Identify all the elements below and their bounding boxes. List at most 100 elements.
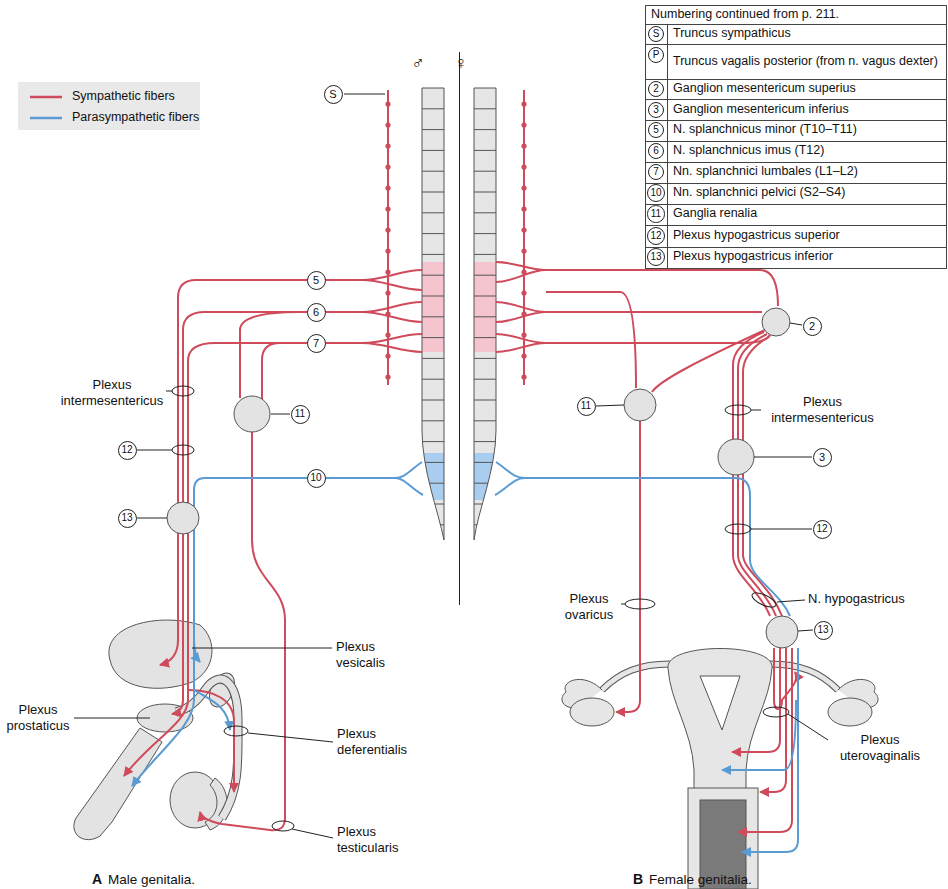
callout-number: 13 [647, 248, 665, 266]
callout-text: 3 [819, 452, 825, 463]
callout-number: 11 [577, 397, 596, 416]
label-text: Plexus intermesentericus [765, 394, 880, 426]
callout-number: 10 [307, 469, 326, 488]
label-text: Plexus deferentialis [337, 726, 421, 758]
plexus-marker [172, 386, 789, 831]
ganglion-mesentericum-inferius [718, 439, 754, 475]
callout-number: 13 [814, 621, 833, 640]
callout-number: P [648, 47, 664, 63]
callout-text: 6 [653, 146, 659, 156]
callout-text: 11 [581, 401, 591, 411]
ganglia-renalia [624, 389, 656, 421]
legend-text: Parasympathetic fibers [72, 110, 199, 125]
callout-text: 6 [313, 307, 319, 318]
callout-text: 13 [121, 513, 132, 523]
callout-number: S [324, 85, 343, 104]
callout-text: 10 [650, 188, 661, 198]
label-text: Nn. splanchnici lumbales (L1–L2) [673, 164, 943, 179]
plexus-hypogastricus-inferior [766, 616, 798, 648]
label-text: N. hypogastricus [808, 591, 905, 607]
callout-text: P [653, 50, 660, 60]
callout-text: 7 [653, 167, 659, 177]
label-text: Plexus intermesentericus [56, 377, 168, 409]
label-text: Plexus ovaricus [558, 591, 620, 623]
label-text: Plexus vesicalis [336, 639, 406, 671]
label-text: Nn. splanchnici pelvici (S2–S4) [673, 185, 943, 200]
female-organs [562, 649, 878, 889]
callout-text: S [329, 89, 336, 100]
label-text: Plexus hypogastricus inferior [673, 249, 943, 264]
callout-text: 12 [816, 524, 827, 534]
callout-number: S [648, 26, 664, 42]
callout-number: 6 [648, 143, 664, 159]
callout-number: 5 [307, 271, 326, 290]
legend-panel [18, 82, 200, 130]
callout-text: 12 [121, 445, 132, 455]
label-text: Plexus testicularis [337, 824, 417, 856]
label-text: Ganglia renalia [673, 206, 943, 221]
legend-line-sample [30, 117, 62, 120]
callout-number: 3 [648, 102, 664, 118]
callout-number: 12 [647, 227, 665, 245]
sympathetic-trunk [385, 90, 526, 385]
parasympathetic-fibers [132, 462, 423, 786]
label-text: Female genitalia. [649, 872, 752, 888]
callout-number: 6 [307, 303, 326, 322]
plexus-hypogastricus-inferior [167, 502, 199, 534]
ganglion-mesentericum-superius [762, 308, 790, 336]
vertebral-column [420, 88, 498, 540]
ductus-deferens [176, 679, 238, 818]
callout-number: 3 [813, 448, 832, 467]
label-text: Ganglion mesentericum superius [673, 81, 943, 96]
leader-line [74, 94, 828, 838]
label-text: Numbering continued from p. 211. [651, 7, 839, 22]
callout-number: 10 [647, 184, 665, 202]
callout-number: 13 [118, 509, 137, 528]
callout-number: 7 [648, 164, 664, 180]
label-text: Male genitalia. [108, 872, 195, 888]
callout-number: 5 [648, 122, 664, 138]
callout-text: 11 [651, 209, 661, 219]
label-text: ♂ [411, 53, 425, 75]
callout-text: 2 [809, 321, 815, 332]
label-text: Truncus sympathicus [673, 26, 943, 41]
callout-text: 5 [313, 275, 319, 286]
label-text: Ganglion mesentericum inferius [673, 102, 943, 117]
sympathetic-fibers [496, 262, 796, 832]
label-text: N. splanchnicus minor (T10–T11) [673, 122, 943, 137]
male-organs [74, 620, 240, 840]
callout-text: 11 [295, 409, 305, 419]
callout-text: 10 [310, 473, 321, 483]
label-text: A [92, 871, 102, 888]
callout-text: 7 [313, 338, 319, 349]
legend-line-sample [30, 96, 62, 99]
label-text: Plexus hypogastricus superior [673, 228, 943, 243]
callout-number: 12 [118, 441, 137, 460]
callout-text: 3 [653, 105, 659, 115]
callout-number: 2 [648, 81, 664, 97]
legend-text: Sympathetic fibers [72, 89, 175, 104]
callout-number: 12 [813, 520, 832, 539]
callout-number: 7 [307, 334, 326, 353]
sympathetic-fibers [124, 270, 422, 830]
label-text: Truncus vagalis posterior (from n. vagus… [673, 54, 943, 69]
parasympathetic-fibers [495, 462, 798, 852]
callout-text: S [653, 29, 660, 39]
label-text: Plexus uterovaginalis [830, 732, 930, 764]
label-text: N. splanchnicus imus (T12) [673, 143, 943, 158]
callout-number: 11 [291, 405, 310, 424]
callout-text: 2 [653, 84, 659, 94]
callout-text: 13 [817, 625, 828, 635]
callout-text: 5 [653, 125, 659, 135]
legend-table [645, 6, 947, 269]
ductus-deferens [176, 679, 238, 818]
callout-number: 11 [647, 205, 664, 222]
divider [459, 52, 460, 605]
label-text: B [633, 871, 643, 888]
callout-number: 2 [803, 317, 822, 336]
label-text: Plexus prostaticus [4, 702, 72, 734]
label-text: ♀ [454, 53, 468, 75]
callout-text: 13 [650, 252, 661, 262]
ganglia-renalia [234, 396, 270, 432]
callout-text: 12 [650, 231, 661, 241]
